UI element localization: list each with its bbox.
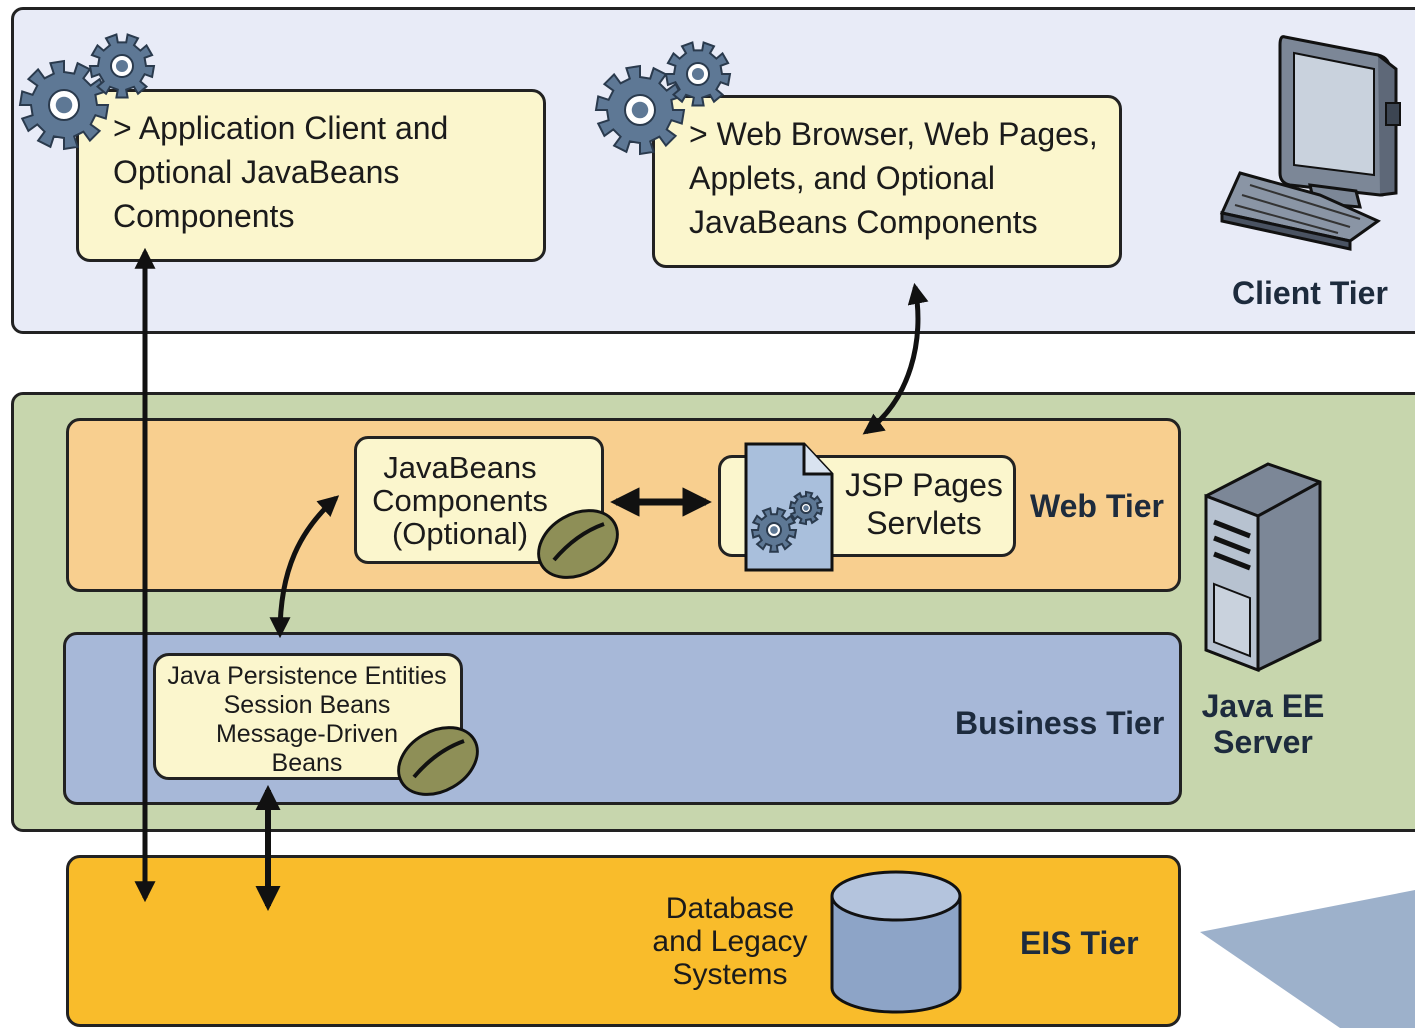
- bean-icon: [537, 509, 619, 579]
- document-gears-icon: [744, 442, 834, 572]
- decorative-wedge: [1200, 890, 1415, 1028]
- persistence-beans-label: Java Persistence Entities Session Beans …: [167, 662, 447, 777]
- web-browser-box: > Web Browser, Web Pages, Applets, and O…: [652, 95, 1122, 268]
- eis-tier-band: [66, 855, 1181, 1027]
- application-client-label: > Application Client and Optional JavaBe…: [113, 110, 449, 234]
- gears-icon: [18, 33, 156, 151]
- application-client-box: > Application Client and Optional JavaBe…: [76, 89, 546, 262]
- javabeans-components-label: JavaBeans Components (Optional): [372, 450, 548, 551]
- bean-icon: [397, 726, 479, 796]
- database-icon: [830, 870, 962, 1014]
- javabeans-components-box: JavaBeans Components (Optional): [354, 436, 604, 564]
- client-tier-label: Client Tier: [1232, 275, 1388, 311]
- business-tier-label: Business Tier: [955, 705, 1165, 741]
- arrow-browser-jsp: [862, 282, 929, 435]
- jsp-servlets-label: JSP Pages Servlets: [845, 467, 1003, 541]
- web-browser-label: > Web Browser, Web Pages, Applets, and O…: [689, 116, 1098, 240]
- web-tier-label: Web Tier: [1030, 488, 1164, 524]
- gears-icon: [594, 41, 732, 156]
- database-label: Database and Legacy Systems: [652, 892, 808, 991]
- computer-icon: [1219, 35, 1401, 251]
- eis-tier-label: EIS Tier: [1020, 925, 1139, 961]
- server-icon: [1204, 462, 1322, 673]
- arrow-javabeans-persistence: [269, 495, 340, 639]
- java-ee-server-label: Java EE Server: [1201, 688, 1325, 760]
